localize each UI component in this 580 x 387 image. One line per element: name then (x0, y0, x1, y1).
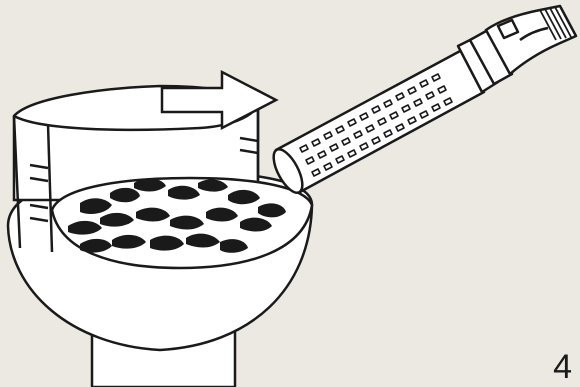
step-number: 4 (532, 347, 572, 387)
electric-fire-starter-icon (268, 6, 576, 197)
